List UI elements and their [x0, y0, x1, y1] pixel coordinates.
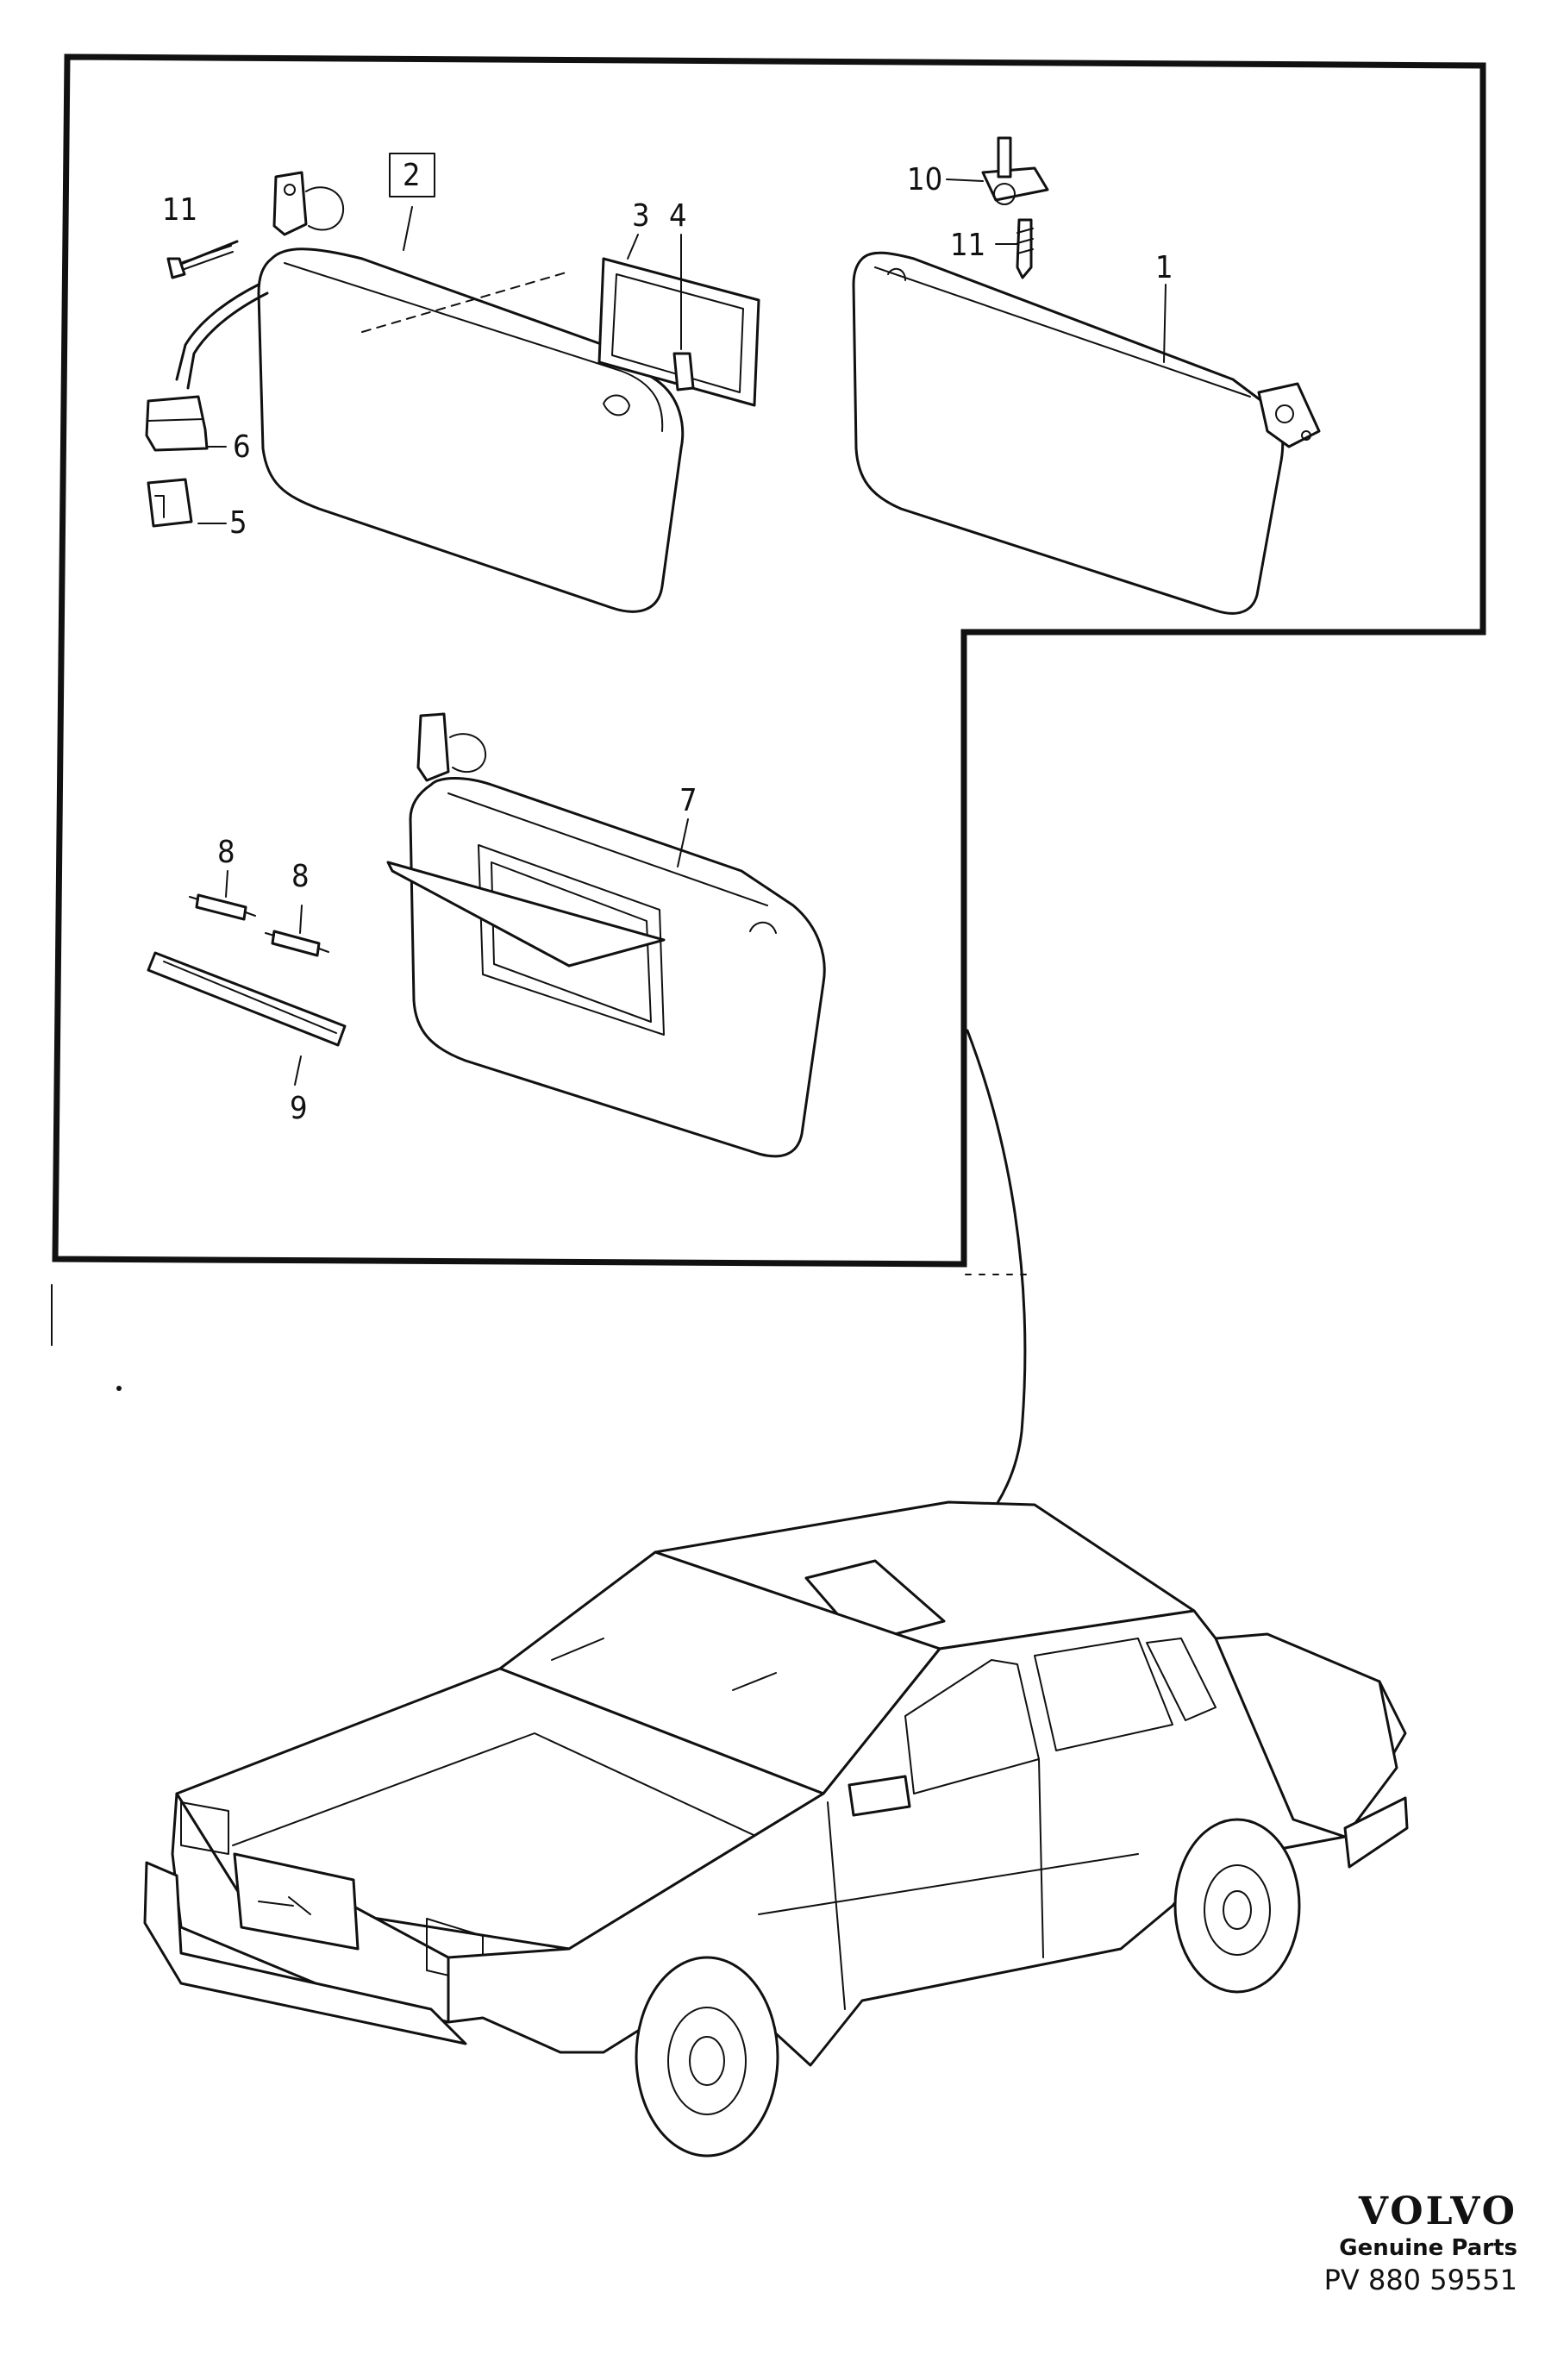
clip-icon — [147, 478, 193, 528]
part-label-2: 2 — [403, 158, 421, 193]
bracket-icon — [981, 136, 1049, 205]
part-label-box — [389, 153, 435, 197]
brand-block: VOLVO Genuine Parts PV 880 59551 — [1285, 2190, 1517, 2297]
brand-subtitle: Genuine Parts — [1339, 2235, 1517, 2261]
brand-logo: VOLVO — [1358, 2189, 1517, 2233]
sun-visor-vanity — [386, 712, 826, 1158]
part-label-9: 9 — [290, 1091, 308, 1126]
part-label-8: 8 — [217, 835, 235, 870]
part-label-6: 6 — [233, 429, 251, 465]
bulb-icon — [265, 930, 329, 957]
screw-icon — [1016, 218, 1034, 279]
detail-frame — [52, 53, 1486, 1268]
part-label-4: 4 — [669, 198, 687, 234]
part-label-11: 11 — [162, 192, 197, 228]
part-label-3: 3 — [632, 198, 650, 234]
part-label-11: 11 — [950, 228, 985, 263]
car-illustration — [143, 1500, 1409, 2158]
part-label-5: 5 — [229, 505, 247, 541]
mirror-icon — [597, 257, 760, 407]
part-label-1: 1 — [1155, 250, 1173, 285]
sun-visor-plain — [852, 251, 1321, 615]
diagram-code: PV 880 59551 — [1323, 2264, 1517, 2296]
leader-lines — [197, 178, 1167, 1086]
part-label-8: 8 — [291, 859, 310, 894]
sun-visor-lighted — [145, 171, 685, 613]
speck — [116, 1386, 122, 1391]
part-label-10: 10 — [907, 162, 942, 197]
part-label-7: 7 — [679, 783, 697, 818]
lens-icon — [147, 951, 347, 1047]
screw-icon — [166, 240, 239, 279]
lamp-icon — [672, 352, 695, 391]
bulb-icon — [189, 893, 256, 921]
